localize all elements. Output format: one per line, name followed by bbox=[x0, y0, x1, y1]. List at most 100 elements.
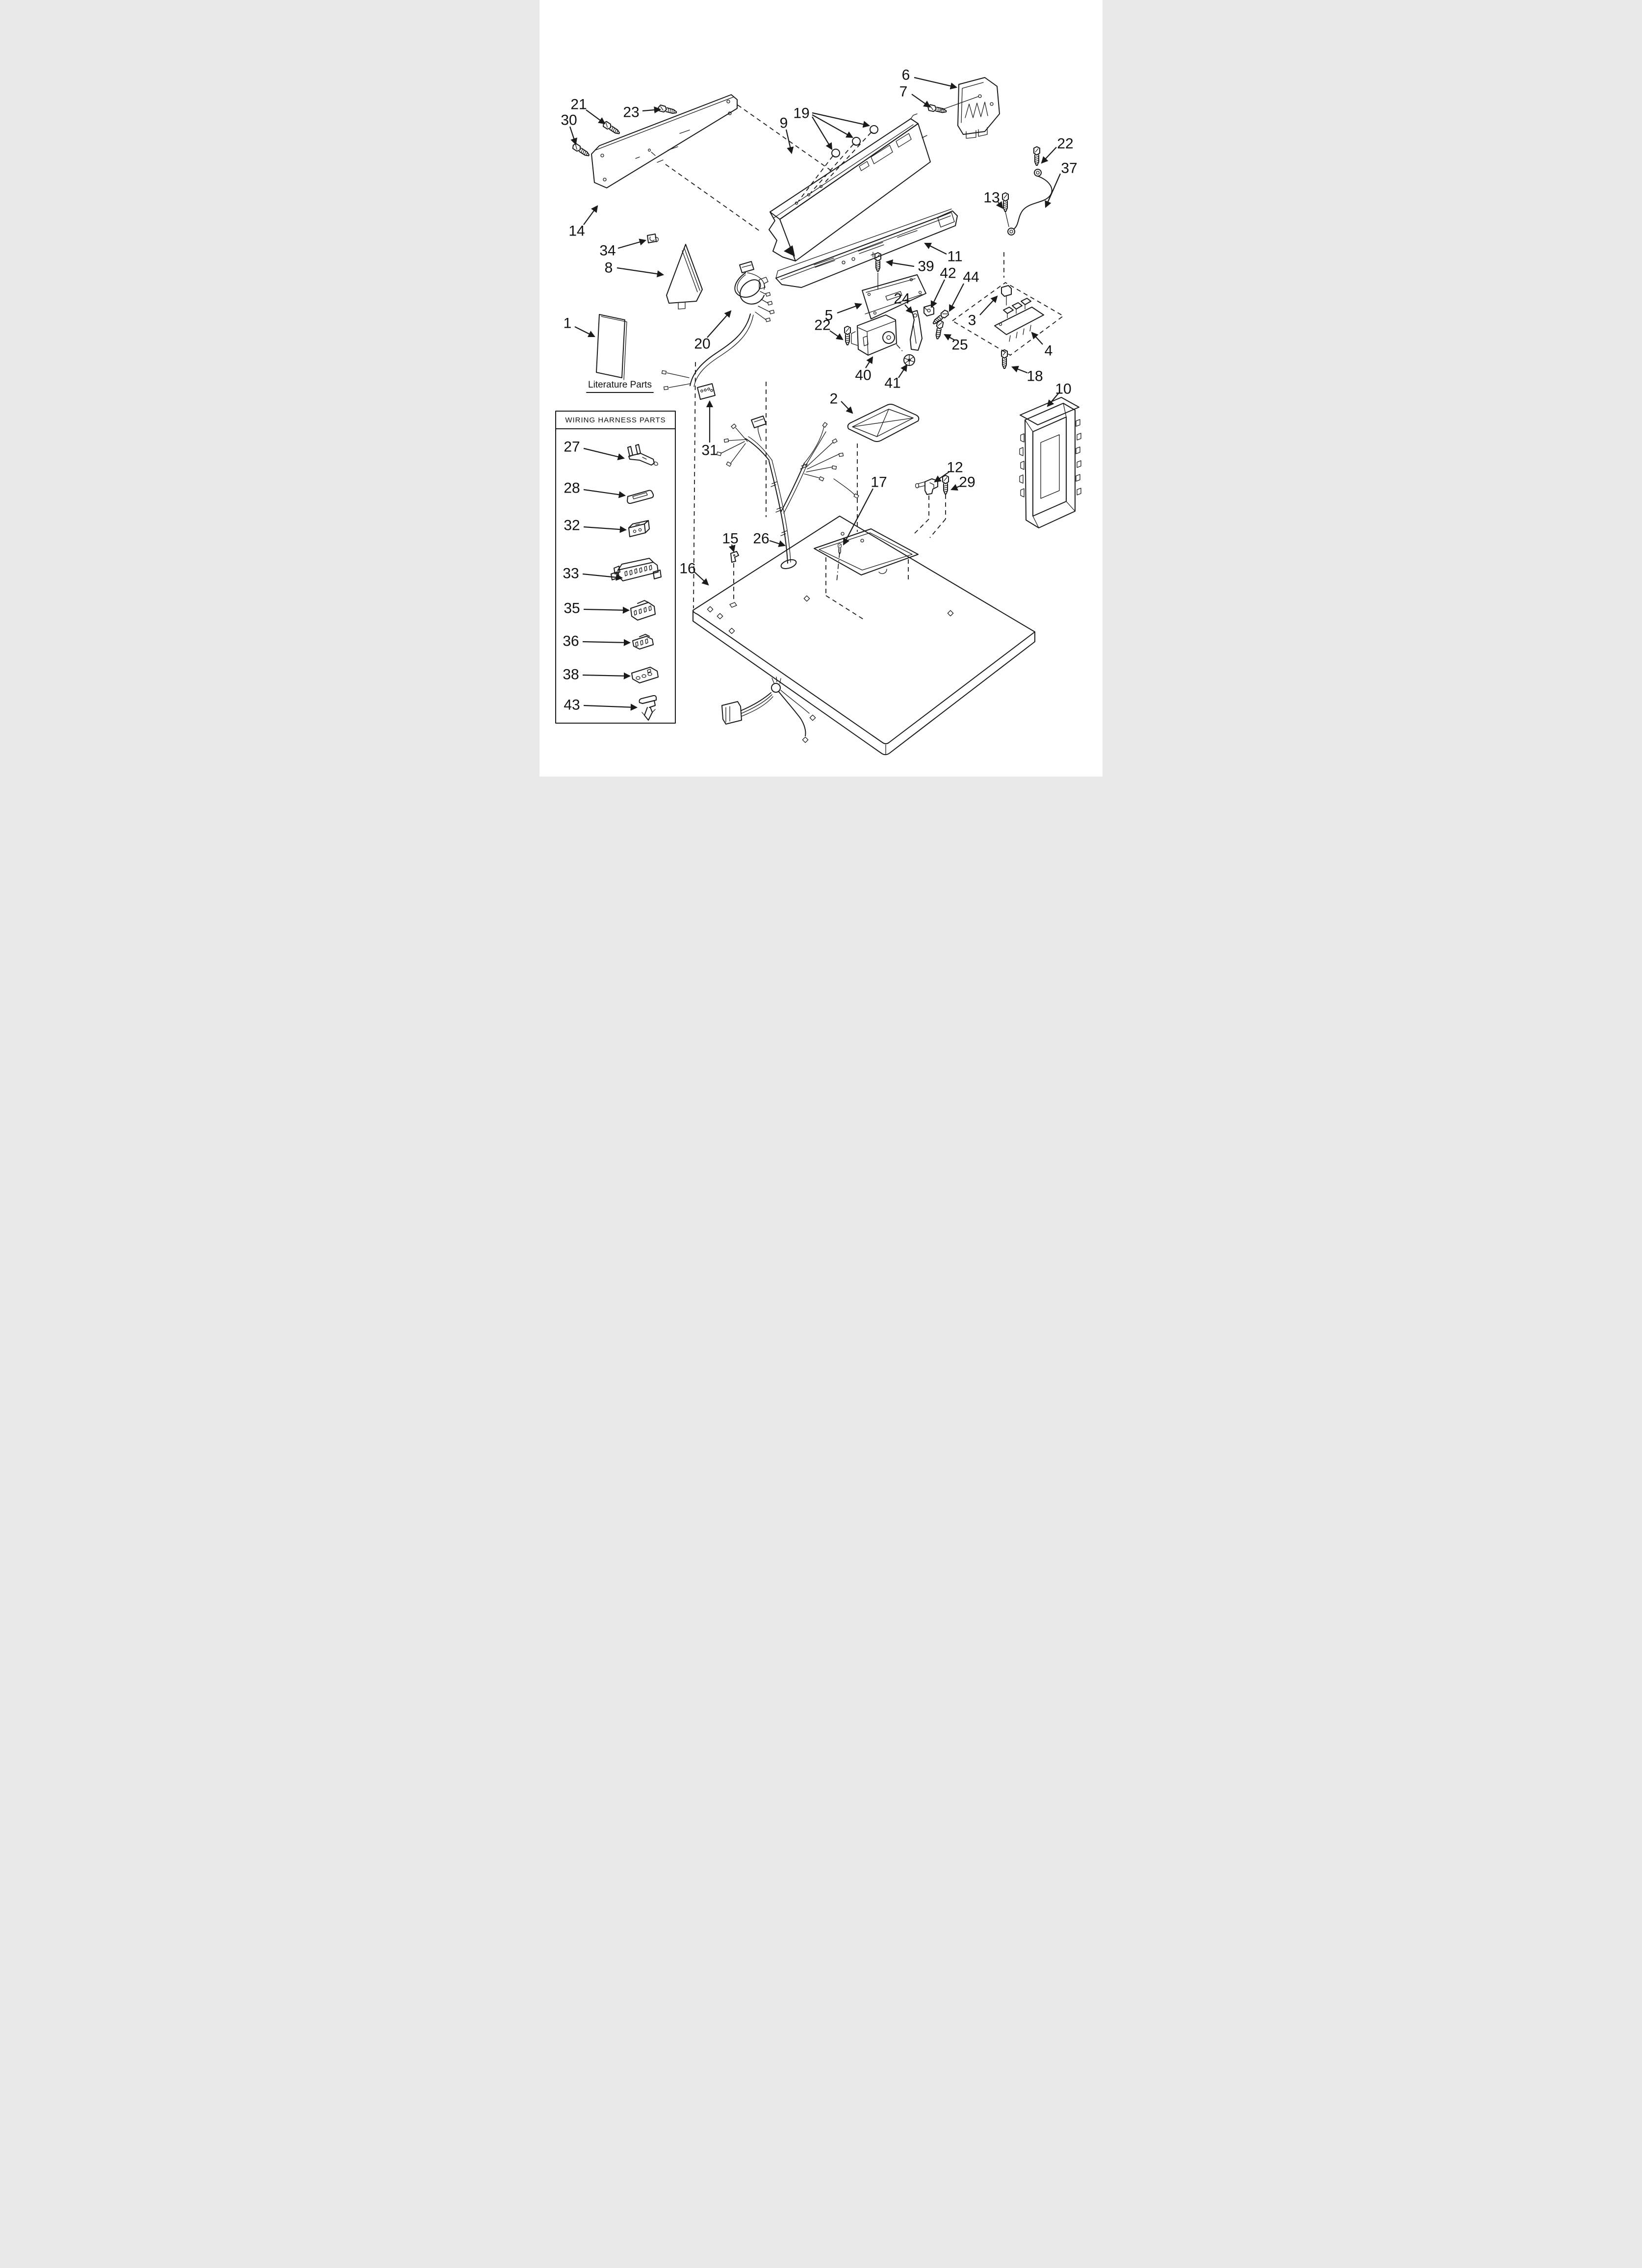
connector-part36 bbox=[632, 634, 654, 650]
screw-part29 bbox=[942, 475, 949, 495]
callout-35: 35 bbox=[564, 600, 580, 617]
callout-26: 26 bbox=[753, 531, 769, 547]
screw-part30 bbox=[571, 142, 591, 158]
callout-22-leader bbox=[829, 330, 844, 340]
callout-17: 17 bbox=[871, 474, 887, 491]
callout-44: 44 bbox=[963, 269, 979, 286]
timer-part40 bbox=[851, 314, 897, 356]
callout-26-leader bbox=[769, 540, 786, 547]
callout-20: 20 bbox=[694, 336, 710, 352]
callout-30: 30 bbox=[561, 112, 577, 129]
callout-3-leader bbox=[979, 295, 998, 315]
sleeve-part28 bbox=[627, 490, 654, 504]
callout-4-leader bbox=[1031, 332, 1043, 345]
callout-8-leader bbox=[616, 267, 665, 278]
callout-1: 1 bbox=[564, 315, 572, 332]
callout-32: 32 bbox=[564, 518, 580, 534]
callout-29: 29 bbox=[959, 474, 975, 491]
wire-harness-part20 bbox=[661, 261, 775, 400]
callout-9: 9 bbox=[780, 115, 788, 131]
callout-19-leader bbox=[812, 114, 853, 138]
projection-lines bbox=[665, 104, 1004, 609]
callout-1-leader bbox=[574, 326, 595, 337]
spacer-part42 bbox=[924, 305, 934, 316]
clip-part12 bbox=[912, 478, 938, 536]
callout-38: 38 bbox=[563, 667, 579, 683]
callout-20-leader bbox=[707, 310, 732, 338]
switch-zone-part3 bbox=[951, 282, 1064, 356]
callout-27: 27 bbox=[564, 439, 580, 455]
callout-5: 5 bbox=[825, 308, 833, 324]
callout-13: 13 bbox=[983, 190, 1000, 206]
end-cap-part6 bbox=[939, 77, 1000, 139]
clip-part43 bbox=[639, 695, 657, 721]
screw-part22-left bbox=[844, 326, 851, 345]
callout-25-leader bbox=[944, 334, 955, 341]
callout-22: 22 bbox=[1057, 136, 1073, 152]
callout-14: 14 bbox=[568, 223, 585, 239]
screw-part23 bbox=[657, 104, 678, 116]
screw-part7 bbox=[926, 104, 948, 115]
callout-7: 7 bbox=[899, 84, 908, 100]
callout-41: 41 bbox=[884, 375, 900, 391]
screw-part17 bbox=[838, 543, 842, 554]
callout-18: 18 bbox=[1026, 368, 1043, 385]
callout-41-leader bbox=[898, 364, 908, 378]
callout-33: 33 bbox=[563, 566, 579, 582]
ground-wire-part37 bbox=[1005, 169, 1052, 235]
control-knobs-part19 bbox=[798, 125, 878, 202]
callout-39: 39 bbox=[918, 259, 934, 275]
callout-33-leader bbox=[582, 573, 623, 581]
callout-29-leader bbox=[950, 484, 961, 491]
callout-39-leader bbox=[885, 259, 915, 267]
end-cap-part8 bbox=[666, 244, 703, 310]
callout-2-leader bbox=[841, 401, 853, 414]
callout-17-leader bbox=[843, 488, 873, 546]
callout-23-leader bbox=[642, 106, 662, 114]
lever-part24 bbox=[910, 310, 923, 351]
callout-43-leader bbox=[583, 704, 638, 711]
callout-7-leader bbox=[911, 94, 931, 108]
literature-part1 bbox=[596, 314, 627, 380]
callout-42: 42 bbox=[940, 265, 956, 282]
callout-21-leader bbox=[586, 109, 606, 125]
callout-36-leader bbox=[582, 639, 631, 646]
diagram-page: Literature Parts bbox=[539, 0, 1103, 777]
callout-12: 12 bbox=[947, 460, 963, 476]
callout-10: 10 bbox=[1055, 381, 1071, 397]
power-cord bbox=[721, 677, 816, 743]
callout-3: 3 bbox=[968, 313, 976, 329]
callout-35-leader bbox=[583, 606, 630, 614]
callout-37-leader bbox=[1045, 173, 1061, 208]
callout-25: 25 bbox=[951, 337, 968, 353]
callout-8: 8 bbox=[605, 260, 613, 276]
wiring-harness-box: WIRING HARNESS PARTS bbox=[555, 411, 676, 724]
callout-11: 11 bbox=[947, 249, 962, 265]
callout-6-leader bbox=[914, 77, 958, 90]
callout-11-leader bbox=[924, 243, 947, 255]
callout-15-leader bbox=[728, 544, 736, 553]
screw-part18 bbox=[1001, 349, 1008, 369]
callout-5-leader bbox=[837, 303, 863, 314]
callout-21: 21 bbox=[570, 97, 587, 113]
callout-13-leader bbox=[996, 201, 1003, 209]
callout-38-leader bbox=[582, 672, 631, 679]
callout-31: 31 bbox=[701, 443, 718, 459]
callout-43: 43 bbox=[564, 697, 580, 713]
main-harness-part26 bbox=[716, 416, 859, 570]
top-panel-part16 bbox=[693, 516, 1035, 756]
callout-19: 19 bbox=[793, 105, 809, 122]
lint-grille-part10 bbox=[1019, 397, 1081, 528]
callout-22: 22 bbox=[814, 317, 830, 334]
console-back-panel-part11 bbox=[775, 209, 958, 288]
callout-4: 4 bbox=[1045, 343, 1053, 359]
callout-28: 28 bbox=[564, 480, 580, 496]
terminal-part27 bbox=[627, 444, 658, 466]
callout-34-leader bbox=[617, 238, 647, 249]
callout-9-leader bbox=[785, 129, 794, 155]
callout-27-leader bbox=[583, 447, 625, 461]
lint-cover-part2 bbox=[847, 404, 920, 532]
dial-part41 bbox=[896, 344, 915, 366]
callout-28-leader bbox=[583, 489, 626, 498]
callout-37: 37 bbox=[1061, 160, 1077, 177]
